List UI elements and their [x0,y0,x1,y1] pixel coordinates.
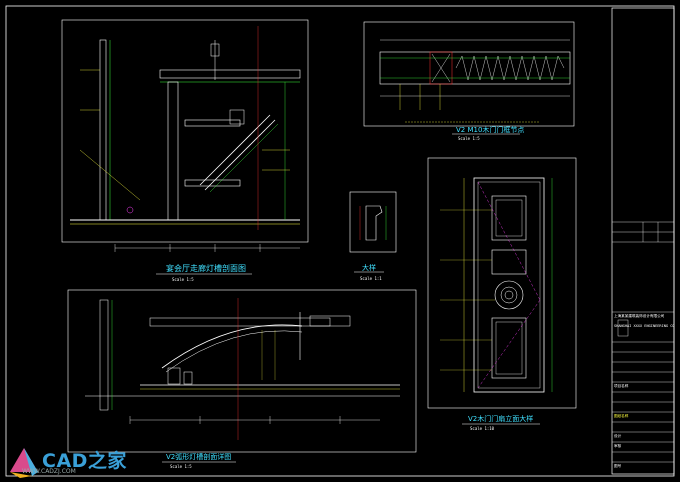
view-1-title: 宴会厅走廊灯槽剖面图 [166,263,246,273]
view-3-detail: 大样 Scale 1:1 [349,191,397,281]
view-3-title: 大样 [362,263,376,272]
view-5-arc-cove-section: V2弧形灯槽剖面详图 Scale 1:5 [67,289,417,469]
view-4-scale: Scale 1:10 [470,426,495,431]
title-block-row-drawing-no: 图号 [614,464,622,468]
title-block-company-en: SHANGHAI XXXX ENGINEERING CO.,LTD [614,324,674,328]
view-2-title: V2 M10木门门框节点 [456,125,524,134]
title-block [611,7,675,475]
view-2-scale: Scale 1:5 [458,136,480,141]
view-4-title: V2木门门扇立面大样 [468,414,533,423]
title-block-row-project: 项目名称 [614,384,629,388]
title-block-company-cn: 上海某某建筑装饰设计有限公司 [614,314,665,318]
view-1-section: 宴会厅走廊灯槽剖面图 Scale 1:5 [61,19,309,282]
title-block-row-designer: 设计 [614,434,622,438]
view-1-scale: Scale 1:5 [172,277,194,282]
title-block-row-checker: 审核 [614,444,622,448]
view-3-scale: Scale 1:1 [360,276,382,281]
view-5-title: V2弧形灯槽剖面详图 [166,452,231,461]
view-4-door-elevation: V2木门门扇立面大样 Scale 1:10 [427,157,577,431]
view-2-door-frame-node: V2 M10木门门框节点 Scale 1:5 [363,21,575,141]
title-block-row-drawing-name: 图纸名称 [614,414,629,418]
cadzj-logo-icon [10,448,38,478]
watermark-brand: CAD之家 [42,450,127,472]
view-5-scale: Scale 1:5 [170,464,192,469]
watermark-url: WWW.CADZJ.COM [22,468,76,475]
